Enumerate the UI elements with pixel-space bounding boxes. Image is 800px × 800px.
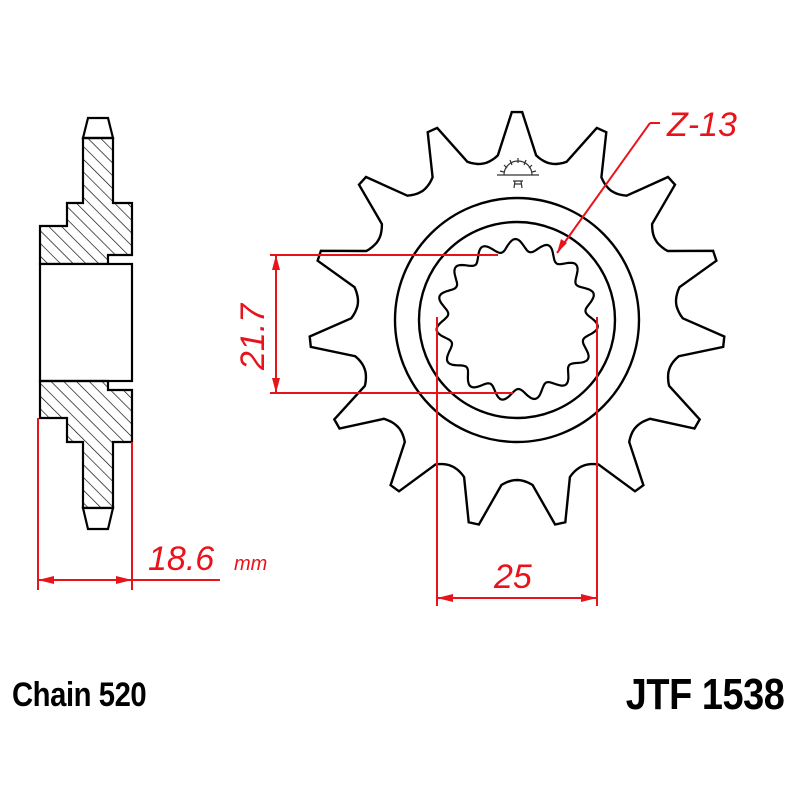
sprocket-front-view — [308, 110, 726, 526]
shaft-width-dimension: 25 — [436, 317, 598, 606]
teeth-count-label: Z-13 — [666, 106, 737, 144]
thickness-value: 18.6 — [148, 540, 214, 578]
spline-diameter-dimension: 21.7 — [234, 254, 513, 394]
hub-inner-circle — [417, 220, 617, 420]
hub-outer-circle — [393, 196, 641, 444]
side-section-view — [38, 116, 134, 531]
chain-size-label: Chain 520 — [12, 676, 147, 714]
spline-diameter-value: 21.7 — [234, 303, 272, 371]
spline-bore-outline — [435, 237, 599, 401]
outer-teeth-outline — [308, 110, 726, 526]
thickness-dimension: 18.6 mm — [37, 418, 267, 590]
teeth-count-leader: Z-13 — [556, 106, 737, 254]
part-number-label: JTF 1538 — [625, 670, 784, 719]
sun-logo-icon — [497, 158, 539, 189]
shaft-width-value: 25 — [493, 558, 532, 596]
thickness-unit: mm — [234, 553, 267, 575]
